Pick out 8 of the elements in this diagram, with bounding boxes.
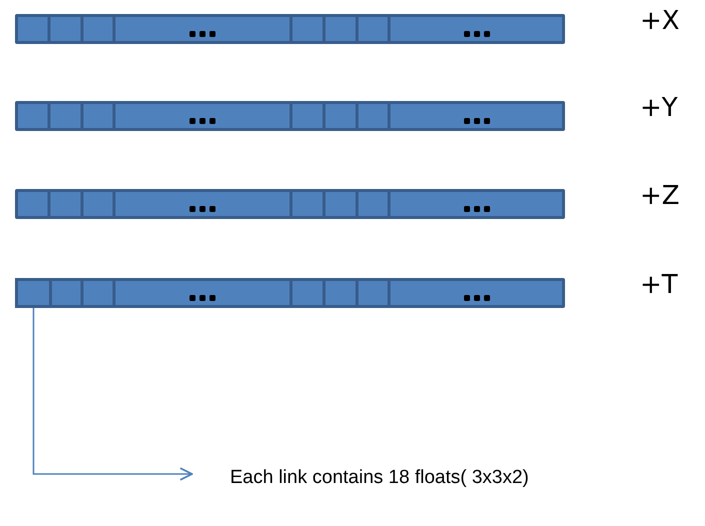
data-bar bbox=[15, 278, 565, 308]
axis-label: +T bbox=[640, 270, 678, 300]
note-text: Each link contains 18 floats( 3x3x2) bbox=[230, 464, 560, 491]
data-cell bbox=[15, 278, 52, 308]
axis-label: +X bbox=[640, 6, 680, 36]
arrow bbox=[32, 308, 193, 481]
axis-label: +Z bbox=[640, 181, 680, 211]
axis-label: +Y bbox=[640, 93, 678, 123]
